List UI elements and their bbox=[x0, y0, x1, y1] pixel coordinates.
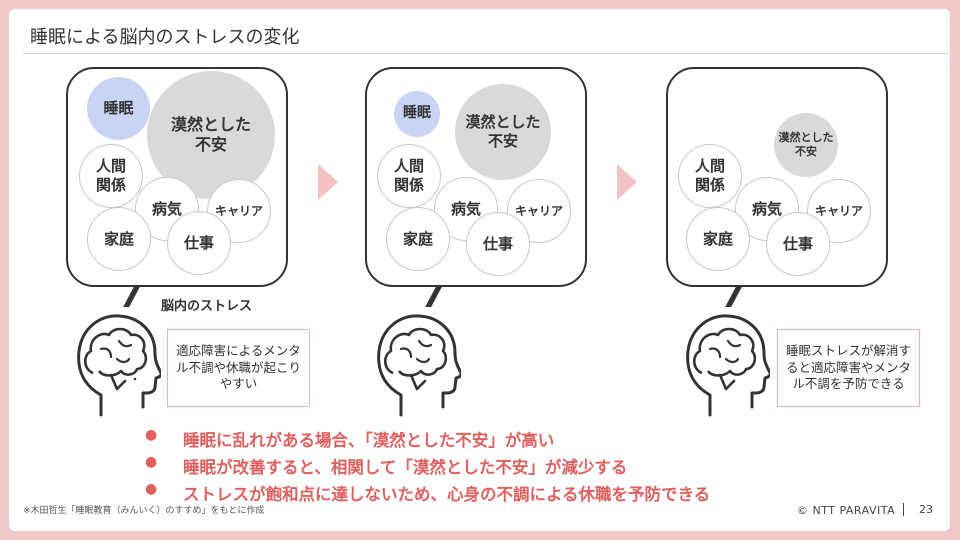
bubble-family: 家庭 bbox=[686, 207, 750, 271]
bubble-sleep: 睡眠 bbox=[394, 91, 440, 137]
speech-tail-3 bbox=[725, 285, 743, 307]
title-divider bbox=[23, 53, 949, 54]
speech-tail-1 bbox=[123, 285, 141, 307]
bubble-work: 仕事 bbox=[167, 211, 231, 275]
bubble-sleep: 睡眠 bbox=[87, 77, 150, 140]
bubble-anxiety: 漠然とした 不安 bbox=[455, 84, 551, 180]
slide: 睡眠による脳内のストレスの変化 睡眠 漠然とした 不安 人間 関係 病気 キャリ… bbox=[9, 9, 950, 531]
stress-panel-2 bbox=[365, 67, 587, 287]
human-head-brain-icon bbox=[686, 314, 770, 417]
bubble-relations: 人間 関係 bbox=[377, 144, 441, 208]
human-head-brain-icon bbox=[77, 314, 161, 417]
note-left: 適応障害によるメンタル不調や休職が起こりやすい bbox=[167, 329, 310, 407]
page-title: 睡眠による脳内のストレスの変化 bbox=[30, 27, 300, 48]
copyright: © NTT PARAVITA bbox=[797, 504, 896, 517]
diagram-caption: 脳内のストレス bbox=[161, 299, 253, 314]
bubble-anxiety: 漠然とした 不安 bbox=[774, 113, 838, 177]
chevron-right-icon bbox=[318, 164, 338, 200]
bubble-relations: 人間 関係 bbox=[678, 144, 742, 208]
note-right: 睡眠ストレスが解消すると適応障害やメンタル不調を予防できる bbox=[777, 329, 920, 407]
bubble-career: キャリア bbox=[507, 179, 571, 243]
bubble-relations: 人間 関係 bbox=[79, 144, 143, 208]
source-note: ※木田哲生「睡眠教育（みんいく）のすすめ」をもとに作成 bbox=[23, 506, 265, 516]
speech-tail-2 bbox=[425, 285, 443, 307]
bullet-text: ストレスが飽和点に達しないため、心身の不調による休職を予防できる bbox=[183, 485, 711, 504]
page-number: 23 bbox=[919, 503, 933, 516]
bullet-marker: ● bbox=[145, 427, 158, 443]
bubble-family: 家庭 bbox=[87, 207, 151, 271]
stress-panel-1 bbox=[66, 67, 288, 287]
chevron-right-icon bbox=[617, 164, 637, 200]
bubble-work: 仕事 bbox=[766, 212, 830, 276]
human-head-brain-icon bbox=[377, 314, 461, 417]
bullet-marker: ● bbox=[145, 481, 158, 497]
bubble-work: 仕事 bbox=[466, 212, 530, 276]
bubble-family: 家庭 bbox=[386, 207, 450, 271]
footer-divider bbox=[903, 503, 904, 516]
bullet-text: 睡眠に乱れがある場合、「漠然とした不安」が高い bbox=[183, 431, 555, 450]
bullet-marker: ● bbox=[145, 454, 158, 470]
bullet-text: 睡眠が改善すると、相関して「漠然とした不安」が減少する bbox=[183, 458, 628, 477]
stress-panel-3 bbox=[666, 67, 888, 287]
